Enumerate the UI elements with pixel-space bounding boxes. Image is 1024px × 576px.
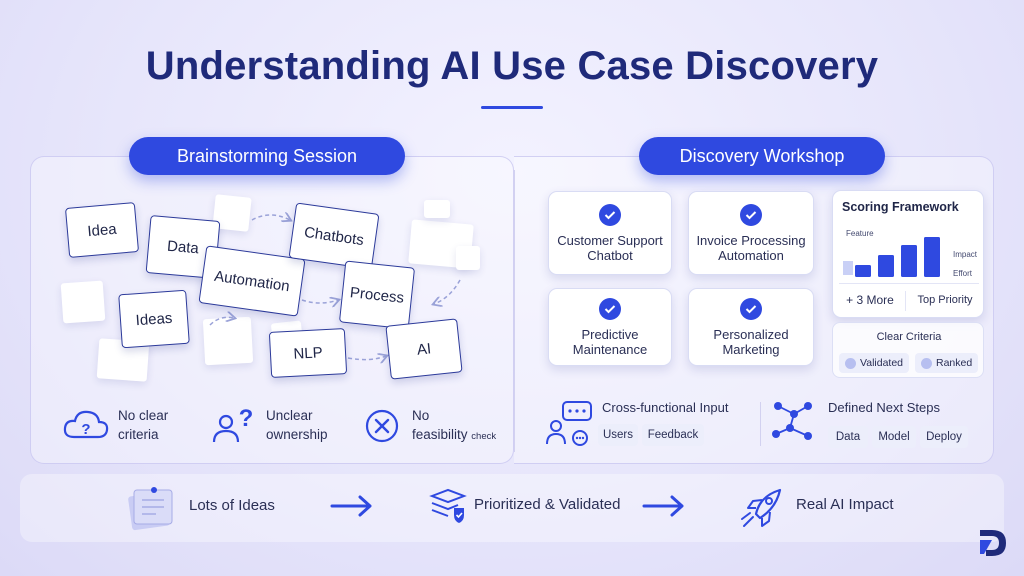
note-chatbots: Chatbots: [288, 202, 380, 270]
feedback-tag: Feedback: [642, 424, 704, 446]
check-icon: [599, 203, 621, 226]
problem-label-line: No: [412, 408, 430, 423]
problem-label-line: criteria: [118, 427, 159, 442]
problem-no-clear-criteria: ? No clear criteria: [62, 406, 168, 444]
note-idea: Idea: [64, 202, 140, 258]
check-icon: [599, 297, 621, 320]
card-label-line: Marketing: [722, 341, 780, 357]
problem-unclear-ownership: ? Unclear ownership: [210, 406, 328, 444]
problem-label-line: ownership: [266, 427, 328, 442]
problem-no-feasibility-check: No feasibility check: [364, 406, 496, 446]
x-circle-icon: [365, 409, 399, 443]
ranked-icon: [921, 357, 932, 369]
page-title: Understanding AI Use Case Discovery: [145, 44, 879, 88]
scoring-divider: [839, 283, 979, 284]
note-process: Process: [338, 260, 416, 330]
blank-note: [424, 200, 450, 218]
effort-label: Effort: [953, 269, 972, 278]
scoring-bar: [924, 237, 940, 277]
impact-label: Impact: [953, 250, 978, 259]
flow-strip: [20, 474, 1004, 542]
card-label-line: Predictive: [581, 326, 639, 342]
rocket-icon: [741, 488, 782, 527]
team-chat-icon: [546, 401, 592, 446]
scoring-framework-title: Scoring Framework: [842, 200, 959, 214]
card-label-line: Chatbot: [587, 247, 633, 263]
title-underline: [481, 106, 543, 109]
validated-chip: Validated: [839, 353, 910, 373]
brainstorming-session-pill: Brainstorming Session: [129, 137, 405, 175]
validated-icon: [845, 357, 856, 369]
problem-label-suffix: check: [471, 431, 497, 442]
brainstorm-connectors: [209, 190, 461, 390]
cloud-question-icon: ?: [63, 410, 109, 439]
section-divider: [760, 402, 761, 446]
top-priority-button[interactable]: Top Priority: [917, 294, 973, 306]
person-question-icon: ?: [212, 406, 254, 443]
flow-step-ideas: Lots of Ideas: [189, 497, 275, 514]
svg-text:?: ?: [81, 421, 90, 438]
check-icon: [740, 297, 762, 320]
note-nlp: NLP: [268, 328, 348, 378]
arrow-right-icon: [330, 495, 372, 517]
scoring-bar-chart: [843, 237, 940, 277]
feature-label: Feature: [846, 229, 874, 238]
scoring-bar: [901, 245, 917, 277]
scoring-legend-block: [843, 261, 853, 275]
blank-note: [456, 246, 480, 270]
chip-label: Ranked: [936, 357, 973, 369]
note-ideas: Ideas: [118, 289, 190, 349]
card-label-line: Invoice Processing: [696, 232, 806, 248]
ranked-chip: Ranked: [915, 353, 979, 373]
card-label-line: Automation: [718, 247, 784, 263]
flow-step-impact: Real AI Impact: [796, 496, 894, 513]
check-icon: [740, 203, 762, 226]
cross-functional-title: Cross-functional Input: [602, 400, 729, 415]
deploy-tag: Deploy: [920, 426, 968, 448]
arrow-right-icon: [642, 495, 684, 517]
clear-criteria-title: Clear Criteria: [876, 331, 942, 343]
sticky-notes-icon: [128, 487, 173, 531]
problem-label-line: Unclear: [266, 408, 313, 423]
more-button[interactable]: + 3 More: [846, 293, 894, 307]
card-label-line: Customer Support: [557, 232, 663, 248]
card-label-line: Personalized: [713, 326, 789, 342]
panel-divider: [514, 170, 515, 452]
scoring-framework-card: Scoring Framework Feature Impact Effort …: [832, 190, 984, 318]
stack-shield-icon: [429, 488, 467, 523]
scoring-split: [905, 291, 906, 311]
card-label-line: Maintenance: [572, 341, 648, 357]
svg-text:?: ?: [239, 406, 254, 432]
data-tag: Data: [828, 426, 868, 448]
flow-step-prioritized: Prioritized & Validated: [474, 496, 621, 513]
scoring-bar: [855, 265, 871, 277]
discovery-workshop-pill: Discovery Workshop: [639, 137, 885, 175]
model-tag: Model: [872, 426, 916, 448]
users-tag: Users: [598, 424, 638, 446]
clear-criteria-card: Clear Criteria Validated Ranked: [832, 322, 984, 378]
next-steps-title: Defined Next Steps: [828, 400, 941, 415]
problem-label-line: feasibility: [412, 427, 468, 442]
brand-logo: [980, 530, 1006, 556]
problem-label-line: No clear: [118, 408, 169, 423]
scoring-bar: [878, 255, 894, 277]
chip-label: Validated: [860, 357, 904, 369]
network-steps-icon: [772, 402, 812, 440]
note-ai: AI: [385, 318, 463, 380]
